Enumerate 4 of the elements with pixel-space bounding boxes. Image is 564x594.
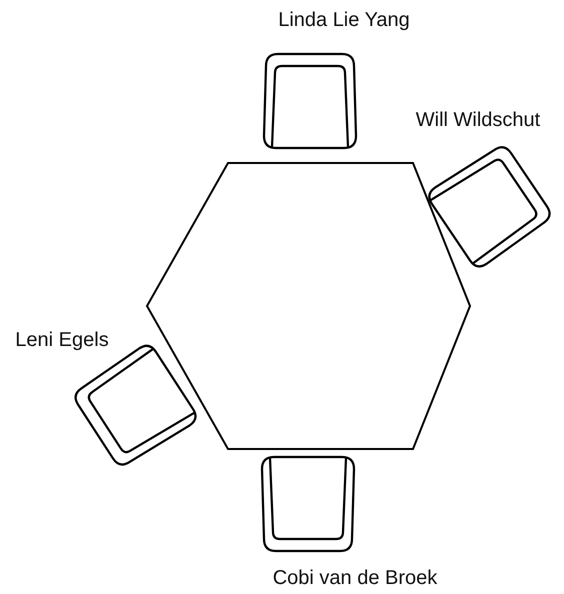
person-name: Leni Egels	[15, 328, 109, 352]
person-name: Will Wildschut	[416, 108, 540, 132]
person-name: Cobi van de Broek	[272, 566, 438, 590]
person-name: Linda Lie Yang	[278, 8, 410, 32]
